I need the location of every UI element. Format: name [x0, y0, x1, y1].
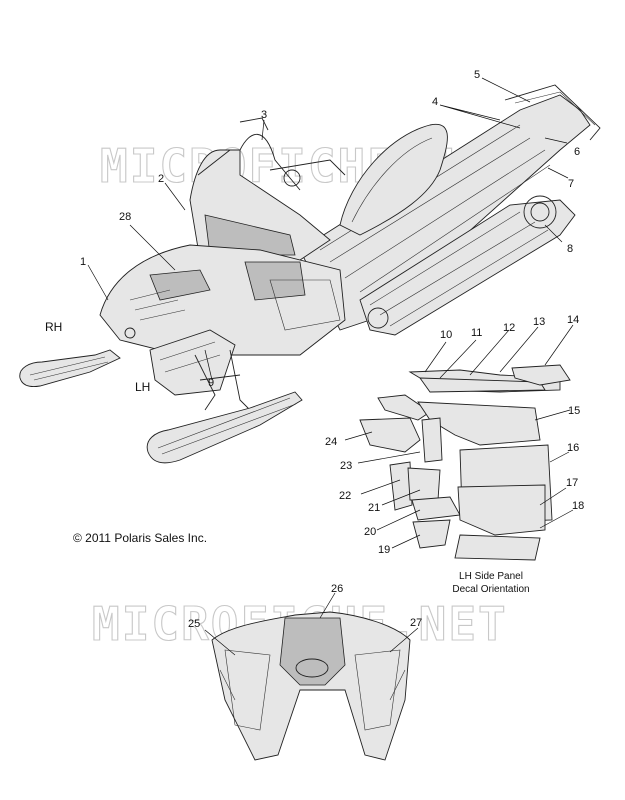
- callout-4: 4: [432, 96, 438, 108]
- callout-27: 27: [410, 617, 422, 629]
- side-panel-decals: [359, 364, 571, 561]
- decal-22: [389, 461, 413, 511]
- snowmobile-drawing: [19, 84, 601, 464]
- decal-24: [359, 417, 421, 453]
- callout-5: 5: [474, 69, 480, 81]
- decal-20: [411, 496, 461, 521]
- callout-20: 20: [364, 526, 376, 538]
- callout-14: 14: [567, 314, 579, 326]
- callout-19: 19: [378, 544, 390, 556]
- decal-17: [457, 484, 546, 536]
- callout-10: 10: [440, 329, 452, 341]
- callout-22: 22: [339, 490, 351, 502]
- callout-24: 24: [325, 436, 337, 448]
- callout-7: 7: [568, 178, 574, 190]
- panel-caption-line1: LH Side Panel: [459, 571, 523, 582]
- label-rh: RH: [45, 320, 62, 334]
- callout-13: 13: [533, 316, 545, 328]
- callout-23: 23: [340, 460, 352, 472]
- callout-16: 16: [567, 442, 579, 454]
- decal-23: [421, 417, 443, 463]
- callout-11: 11: [471, 327, 482, 339]
- callout-2: 2: [158, 173, 164, 185]
- callout-numbers: 1 2 3 4 5 6 7 8 9 10 11 12 13 14 15 16 1…: [80, 69, 584, 630]
- decal-19: [412, 519, 451, 549]
- callout-26: 26: [331, 583, 343, 595]
- label-lh: LH: [135, 380, 150, 394]
- callout-18: 18: [572, 500, 584, 512]
- hood-drawing: [211, 611, 411, 761]
- callout-25: 25: [188, 618, 200, 630]
- callout-28: 28: [119, 211, 131, 223]
- decal-10b: [377, 394, 431, 421]
- callout-17: 17: [566, 477, 578, 489]
- panel-caption-line2: Decal Orientation: [452, 584, 529, 595]
- callout-1: 1: [80, 256, 86, 268]
- callout-12: 12: [503, 322, 515, 334]
- leader-lines: [87, 77, 574, 656]
- decal-21: [407, 467, 441, 501]
- decal-11: [419, 377, 546, 393]
- callout-9: 9: [208, 377, 214, 389]
- decal-14: [511, 364, 571, 386]
- callout-3: 3: [261, 109, 267, 121]
- callout-6: 6: [574, 146, 580, 158]
- callout-21: 21: [368, 502, 380, 514]
- callout-15: 15: [568, 405, 580, 417]
- callout-8: 8: [567, 243, 573, 255]
- decal-18: [454, 534, 541, 561]
- copyright-text: © 2011 Polaris Sales Inc.: [73, 531, 207, 545]
